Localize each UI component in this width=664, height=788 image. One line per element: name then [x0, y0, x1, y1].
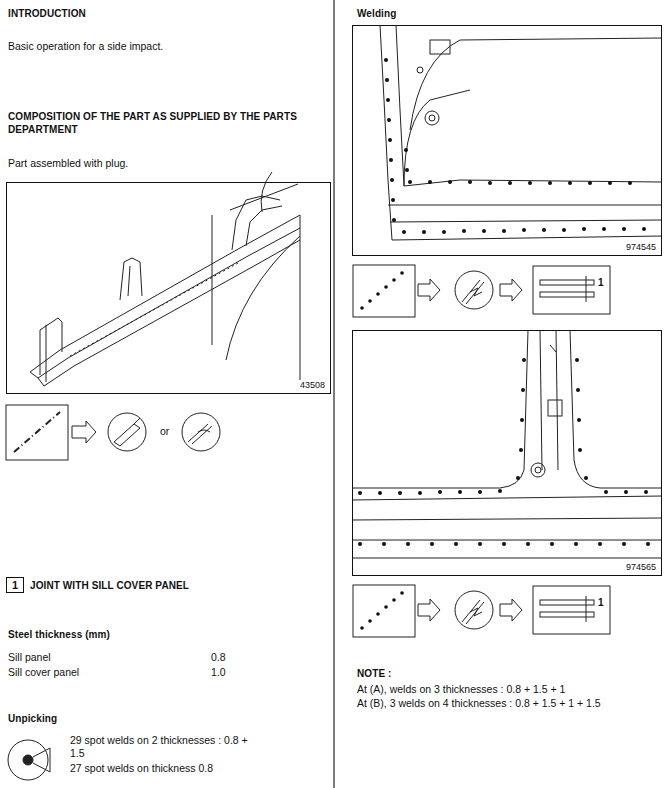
- callout-number: 1: [598, 596, 608, 609]
- body-text: or: [160, 425, 180, 438]
- table-cell: 1.0: [211, 666, 251, 679]
- subheading: Steel thickness (mm): [8, 628, 258, 641]
- section-heading: COMPOSITION OF THE PART AS SUPPLIED BY T…: [8, 110, 326, 136]
- table-cell: Sill cover panel: [8, 666, 158, 679]
- table-cell: Sill panel: [8, 651, 158, 664]
- section-number-box: 1: [6, 577, 24, 593]
- body-text: Basic operation for a side impact.: [8, 40, 308, 53]
- callout-number: 1: [598, 276, 608, 289]
- body-text: 27 spot welds on thickness 0.8: [70, 762, 320, 775]
- note-text: At (A), welds on 3 thicknesses : 0.8 + 1…: [357, 683, 657, 696]
- table-cell: 0.8: [211, 651, 251, 664]
- figure-number: 974545: [625, 242, 657, 252]
- subheading: Unpicking: [8, 712, 158, 725]
- note-heading: NOTE :: [357, 667, 457, 680]
- body-text: Part assembled with plug.: [8, 157, 308, 170]
- section-heading: INTRODUCTION: [8, 7, 308, 20]
- figure-frame: 974565: [352, 330, 662, 576]
- figure-frame: 974545: [352, 25, 662, 256]
- section-heading: JOINT WITH SILL COVER PANEL: [30, 579, 320, 592]
- figure-frame: 43508: [6, 182, 331, 394]
- figure-number: 974565: [625, 562, 657, 572]
- section-heading: Welding: [357, 7, 557, 20]
- body-text: 29 spot welds on 2 thicknesses : 0.8 + 1…: [70, 734, 255, 760]
- section-number: 1: [7, 579, 23, 592]
- figure-number: 43508: [299, 380, 326, 390]
- note-text: At (B), 3 welds on 4 thicknesses : 0.8 +…: [357, 697, 657, 710]
